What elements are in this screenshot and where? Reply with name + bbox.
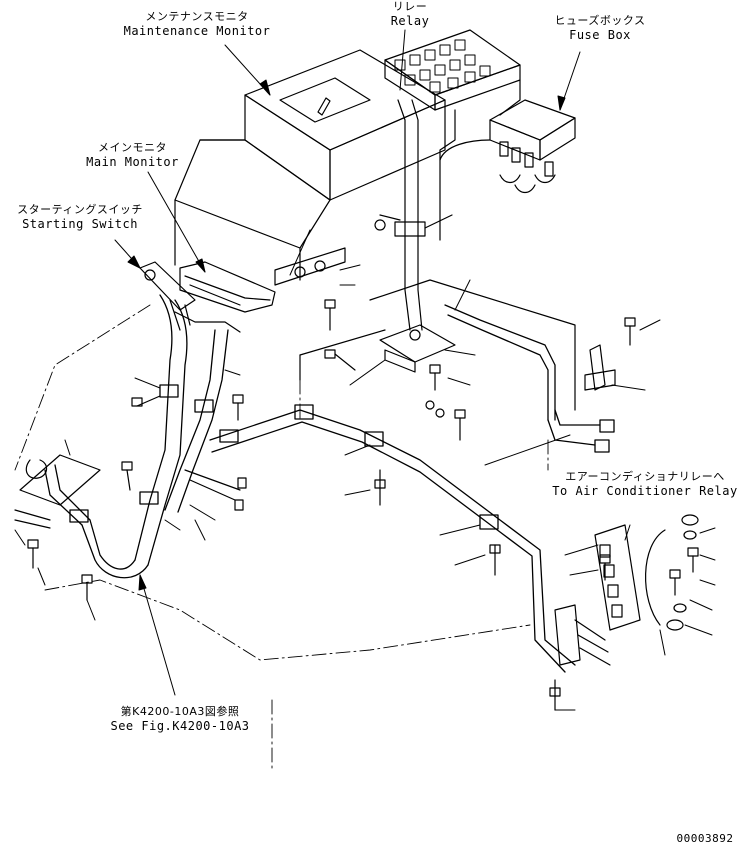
air-conditioner-relay-label-jp: エアーコンディショナリレーへ	[565, 470, 725, 483]
main-monitor-bracket	[179, 261, 276, 313]
bolt	[489, 544, 501, 576]
relay-label-jp: リレー	[392, 0, 428, 13]
starting-switch-label-jp: スターティングスイッチ	[17, 203, 143, 216]
main-monitor-label-jp: メインモニタ	[98, 141, 167, 154]
drawing-number: 00003892	[676, 832, 734, 845]
relay-label: リレー Relay	[385, 0, 435, 28]
starting-switch-label-en: Starting Switch	[22, 217, 138, 231]
bolt	[669, 569, 681, 596]
fuse-box-label: ヒューズボックス Fuse Box	[540, 14, 660, 42]
bolt	[232, 394, 244, 421]
lower-left-harness	[14, 454, 247, 529]
fuse-box	[439, 99, 576, 194]
bolt	[454, 409, 466, 441]
see-fig-label: 第K4200-10A3図参照 See Fig.K4200-10A3	[95, 705, 265, 733]
cab-floor-outline	[274, 247, 576, 411]
maintenance-monitor-housing	[174, 49, 446, 281]
see-fig-label-jp: 第K4200-10A3図参照	[120, 705, 240, 718]
relay-harness	[374, 99, 453, 331]
bolts	[27, 299, 699, 711]
relay-block	[384, 29, 521, 241]
bolt	[599, 554, 611, 581]
air-conditioner-relay-label: エアーコンディショナリレーへ To Air Conditioner Relay	[540, 470, 750, 498]
see-fig-label-en: See Fig.K4200-10A3	[110, 719, 250, 733]
bolt	[374, 469, 386, 506]
bolt	[131, 395, 161, 407]
fuse-box-label-jp: ヒューズボックス	[554, 14, 646, 27]
bolt	[121, 461, 133, 491]
bolt	[324, 349, 356, 371]
bolt	[549, 679, 561, 711]
starting-switch-label: スターティングスイッチ Starting Switch	[0, 203, 160, 231]
bolt	[624, 317, 636, 346]
maintenance-monitor-label: メンテナンスモニタ Maintenance Monitor	[112, 10, 282, 38]
right-relay-brackets	[554, 344, 699, 666]
maintenance-monitor-label-jp: メンテナンスモニタ	[145, 10, 249, 23]
main-monitor-label: メインモニタ Main Monitor	[70, 141, 195, 169]
fuse-box-label-en: Fuse Box	[569, 28, 631, 42]
leader-lines	[14, 29, 716, 711]
air-conditioner-relay-label-en: To Air Conditioner Relay	[552, 484, 738, 498]
starting-switch	[139, 261, 241, 333]
reference-lines	[14, 304, 549, 771]
bolt	[81, 574, 93, 601]
main-monitor-label-en: Main Monitor	[86, 155, 179, 169]
bolt	[27, 539, 39, 569]
main-harness	[44, 294, 239, 579]
bolt	[324, 299, 336, 331]
bolt	[687, 547, 699, 573]
bolt	[429, 364, 441, 391]
cross-harness	[209, 304, 615, 673]
maintenance-monitor-label-en: Maintenance Monitor	[123, 24, 271, 38]
relay-label-en: Relay	[390, 14, 430, 28]
